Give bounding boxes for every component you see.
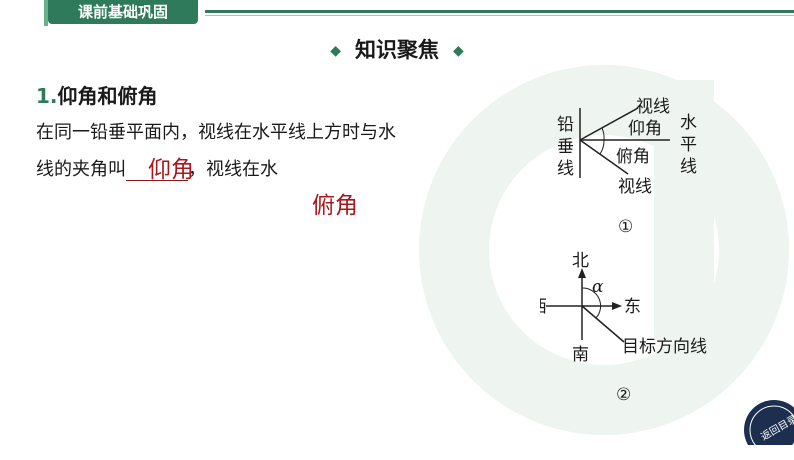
answer-depression: 俯角 — [312, 193, 358, 219]
diamond-icon: ◆ — [453, 43, 464, 59]
top-rule — [205, 10, 794, 13]
depression-label: 俯角 — [616, 147, 650, 167]
diagram-elevation-depression: 铅 垂 线 视线 仰角 水 平 线 俯角 视线 ① — [557, 97, 697, 237]
subtitle-number: 1. — [36, 84, 58, 108]
diagram2-index: ② — [616, 385, 631, 405]
section-heading: ◆ 知识聚焦 ◆ — [0, 34, 794, 64]
subtitle-text: 仰角和俯角 — [57, 84, 158, 108]
plumb-label-3: 线 — [557, 159, 574, 179]
angle-diagrams: 铅 垂 线 视线 仰角 水 平 线 俯角 视线 ① 北 南 西 东 α 目标方向… — [540, 97, 707, 405]
west-label: 西 — [540, 297, 547, 317]
diagram1-index: ① — [618, 217, 633, 237]
top-rule-thin — [205, 15, 794, 16]
east-label: 东 — [624, 297, 641, 317]
plumb-label-2: 垂 — [557, 137, 574, 157]
plumb-label-1: 铅 — [557, 115, 574, 135]
horizontal-label-3: 线 — [680, 157, 697, 177]
target-line-label: 目标方向线 — [622, 337, 707, 357]
back-to-contents-button[interactable]: 返回目录 — [740, 396, 794, 445]
alpha-label: α — [592, 277, 604, 297]
horizontal-label-2: 平 — [680, 135, 697, 155]
heading-title: 知识聚焦 — [355, 38, 439, 62]
body-line-1: 在同一铅垂平面内，视线在水平线上方时与水 — [36, 122, 396, 143]
subtitle: 1.仰角和俯角 — [36, 80, 158, 109]
body-line-2-prefix: 线的夹角叫 — [36, 159, 126, 180]
answer-elevation: 仰角 — [148, 157, 194, 183]
answer-blank — [126, 160, 188, 181]
body-line-2: 线的夹角叫 ，视线在水 — [36, 155, 278, 181]
elevation-label: 仰角 — [628, 119, 662, 139]
sight-line-top-label: 视线 — [636, 97, 670, 117]
section-tab: 课前基础巩固 — [48, 0, 198, 24]
south-label: 南 — [572, 345, 589, 365]
diamond-icon: ◆ — [330, 43, 341, 59]
sight-line-bottom-label: 视线 — [618, 177, 652, 197]
watermark-logo — [419, 65, 789, 435]
diagram-direction: 北 南 西 东 α 目标方向线 ② — [540, 251, 707, 405]
section-tab-edge — [44, 0, 48, 26]
body-line-2-suffix: ，视线在水 — [188, 159, 278, 180]
horizontal-label-1: 水 — [680, 113, 697, 133]
north-label: 北 — [572, 251, 589, 271]
